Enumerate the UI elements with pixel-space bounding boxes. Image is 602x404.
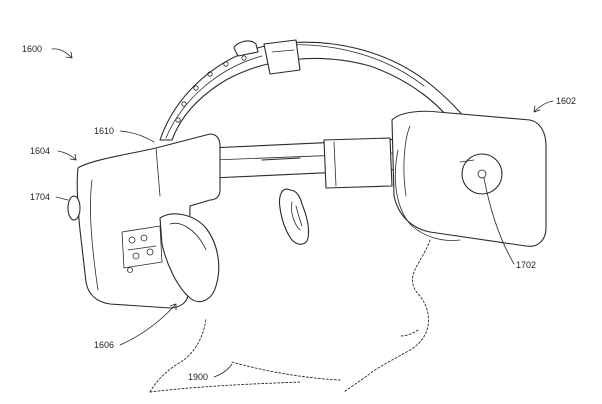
label-1900: 1900 xyxy=(188,372,208,382)
label-1704: 1704 xyxy=(30,192,50,202)
label-1602: 1602 xyxy=(556,96,576,106)
label-1610: 1610 xyxy=(94,126,114,136)
front-housing xyxy=(67,133,221,309)
label-1604: 1604 xyxy=(30,146,50,156)
head-outline xyxy=(149,188,431,393)
callouts: 1600 1602 1610 1604 1704 1702 1606 1900 xyxy=(22,44,576,382)
label-1606: 1606 xyxy=(94,340,114,350)
top-strap xyxy=(159,39,471,141)
label-1702: 1702 xyxy=(516,260,536,270)
hinge-mechanism xyxy=(121,225,163,273)
rear-housing xyxy=(391,110,547,247)
label-1600: 1600 xyxy=(22,44,42,54)
